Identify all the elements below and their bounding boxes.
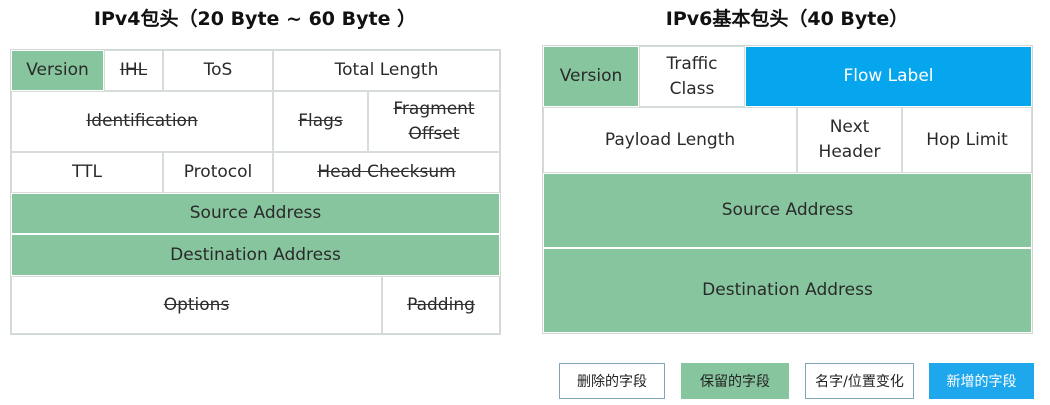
ipv4-identification-field: Identification xyxy=(11,91,273,152)
legend-deleted-fields: 删除的字段 xyxy=(559,363,665,399)
ipv6-destination-address-field: Destination Address xyxy=(543,248,1032,333)
ipv6-next-header-field: Next Header xyxy=(797,107,902,173)
ipv4-source-address-field: Source Address xyxy=(11,193,500,234)
ipv6-payload-length-field: Payload Length xyxy=(543,107,797,173)
ipv6-header-diagram: Version Traffic Class Flow Label Payload… xyxy=(542,45,1033,334)
ipv4-options-field: Options xyxy=(11,276,382,334)
ipv6-flow-label-field: Flow Label xyxy=(745,46,1032,107)
ipv4-head-checksum-field: Head Checksum xyxy=(273,152,500,193)
ipv4-ttl-field: TTL xyxy=(11,152,163,193)
ipv4-flags-field: Flags xyxy=(273,91,368,152)
ipv4-total-length-field: Total Length xyxy=(273,50,500,91)
ipv4-fragment-offset-field: Fragment Offset xyxy=(368,91,500,152)
ipv6-traffic-class-field: Traffic Class xyxy=(639,46,745,107)
legend-renamed-fields: 名字/位置变化 xyxy=(805,363,914,399)
ipv6-version-field: Version xyxy=(543,46,639,107)
legend-kept-fields: 保留的字段 xyxy=(681,363,789,399)
legend-added-fields: 新增的字段 xyxy=(929,363,1034,399)
ipv4-padding-field: Padding xyxy=(382,276,500,334)
ipv4-destination-address-field: Destination Address xyxy=(11,234,500,276)
ipv6-source-address-field: Source Address xyxy=(543,173,1032,248)
ipv4-header-title: IPv4包头（20 Byte ~ 60 Byte ） xyxy=(93,8,417,30)
ipv6-header-title: IPv6基本包头（40 Byte） xyxy=(665,8,909,30)
ipv4-tos-field: ToS xyxy=(163,50,273,91)
ipv4-ihl-field: IHL xyxy=(104,50,163,91)
ipv6-hop-limit-field: Hop Limit xyxy=(902,107,1032,173)
ipv4-version-field: Version xyxy=(11,50,104,91)
ipv4-protocol-field: Protocol xyxy=(163,152,273,193)
ipv4-header-diagram: Version IHL ToS Total Length Identificat… xyxy=(10,49,501,335)
